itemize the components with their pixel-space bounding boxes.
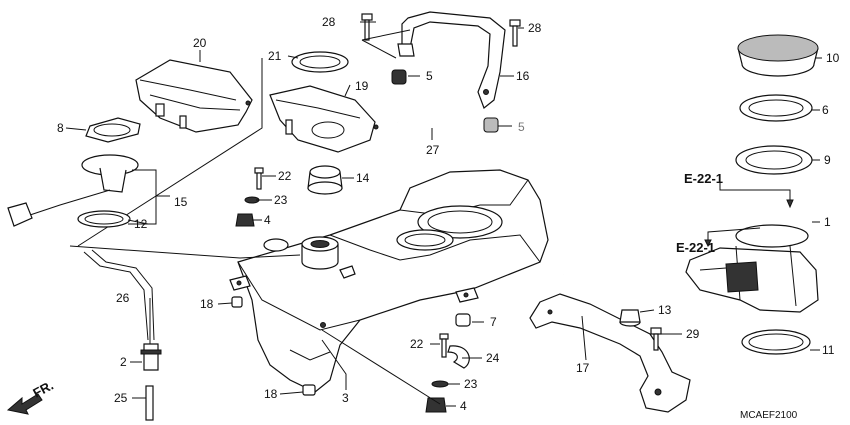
callout-20[interactable]: 20 [193,36,207,50]
lower-shell [135,59,253,133]
callout-11[interactable]: 11 [822,343,835,357]
callout-26[interactable]: 26 [116,291,130,305]
callout-4b[interactable]: 4 [460,399,467,413]
callout-14[interactable]: 14 [356,171,370,185]
ring-6 [739,94,813,122]
callout-25[interactable]: 25 [114,391,128,405]
callout-15[interactable]: 15 [174,195,188,209]
ref-e22-lower[interactable]: E-22-1 [676,240,715,255]
bolt-28a [361,13,373,41]
gasket-8 [85,117,141,143]
cushion-rubber-5b [483,117,499,133]
callout-1[interactable]: 1 [824,215,831,229]
callout-18b[interactable]: 18 [264,387,278,401]
callout-8[interactable]: 8 [57,121,64,135]
bolt-22b [439,333,449,358]
washer-23b [431,380,449,388]
cushion-7 [455,313,471,327]
callout-6[interactable]: 6 [822,103,829,117]
callout-7[interactable]: 7 [490,315,497,329]
front-direction-arrow[interactable]: FR. [6,378,56,415]
callout-23b[interactable]: 23 [464,377,478,391]
callout-18a[interactable]: 18 [200,297,214,311]
callout-28b[interactable]: 28 [528,21,542,35]
upper-shell [269,85,379,153]
callout-22a[interactable]: 22 [278,169,292,183]
part-callouts: 20 21 19 8 15 12 14 22 23 4 28 28 5 16 5… [57,15,840,421]
callout-5a[interactable]: 5 [426,69,433,83]
callout-16[interactable]: 16 [516,69,530,83]
lock-ring-21 [291,51,349,73]
fuel-pump-assembly [685,224,819,313]
callout-9[interactable]: 9 [824,153,831,167]
filler-hose [83,249,162,421]
packing-9 [735,145,813,175]
cushion-4b [425,397,447,413]
bolt-29 [650,327,662,351]
ref-arrow-upper [719,180,791,200]
leader-lines [65,21,822,407]
callout-21[interactable]: 21 [268,49,282,63]
bolt-22a [254,167,264,190]
callout-12[interactable]: 12 [134,217,148,231]
fuel-tank [229,169,549,393]
callout-10[interactable]: 10 [826,51,840,65]
fuel-sender-assembly [7,154,139,228]
callout-19[interactable]: 19 [355,79,369,93]
bolt-28b [509,19,521,47]
filler-cap [307,165,343,195]
tank-band [397,11,506,109]
bolt-18b [302,384,316,396]
diagram-code: MCAEF2100 [740,410,798,421]
bracket-line-20 [77,58,263,247]
bolt-18a [231,296,243,308]
ref-arrow-lower [707,227,761,240]
tank-stay [529,293,691,413]
cushion-rubber-5a [391,69,407,85]
callout-5b[interactable]: 5 [518,120,525,134]
callout-29[interactable]: 29 [686,327,700,341]
callout-24[interactable]: 24 [486,351,500,365]
ref-e22-upper[interactable]: E-22-1 [684,171,723,186]
callout-17[interactable]: 17 [576,361,590,375]
callout-13[interactable]: 13 [658,303,672,317]
damper-13 [619,309,641,327]
cover-10 [737,34,819,77]
seal-11 [741,329,811,355]
clamp-24 [447,345,470,369]
callout-27[interactable]: 27 [426,143,440,157]
callout-2[interactable]: 2 [120,355,127,369]
breather-tube-inner [397,120,568,276]
callout-28a[interactable]: 28 [322,15,336,29]
callout-3[interactable]: 3 [342,391,349,405]
cushion-4a [235,213,255,227]
callout-4a[interactable]: 4 [264,213,271,227]
callout-23a[interactable]: 23 [274,193,288,207]
callout-22b[interactable]: 22 [410,337,424,351]
